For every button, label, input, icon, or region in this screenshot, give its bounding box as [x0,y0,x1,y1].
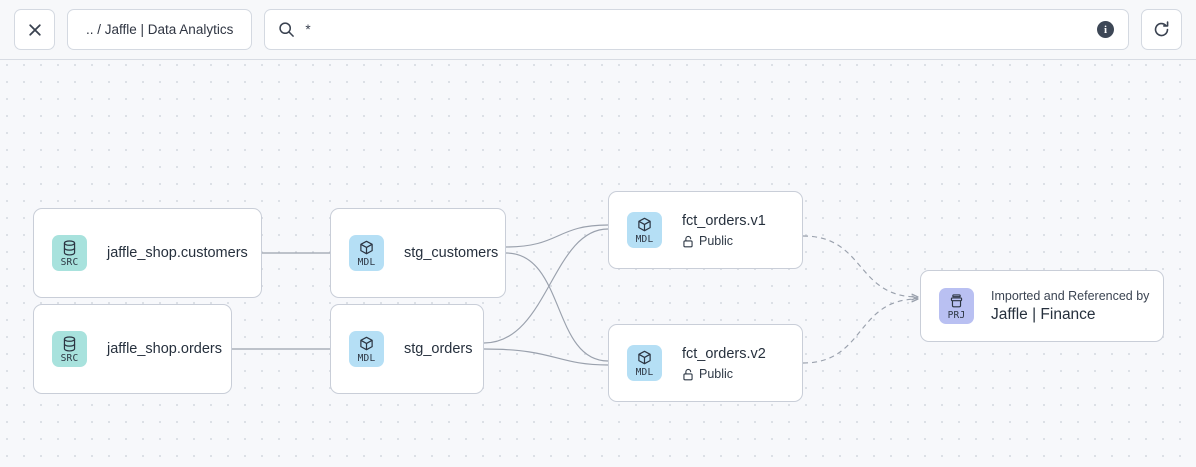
close-button[interactable] [14,9,55,50]
node-title: fct_orders.v1 [682,212,766,229]
edge-stgcustomers-to-v1 [505,224,609,248]
refresh-button[interactable] [1141,9,1182,50]
node-kind-label: MDL [357,352,376,364]
database-icon [62,239,77,256]
node-kind-label: MDL [635,366,654,378]
node-kind-label: SRC [60,352,79,364]
node-kind-badge: SRC [52,331,87,367]
info-icon[interactable]: i [1097,21,1114,38]
close-icon [28,23,41,36]
node-fct-orders-v2[interactable]: MDL fct_orders.v2 Public [608,324,803,402]
cube-icon [637,217,652,233]
node-fct-orders-v1[interactable]: MDL fct_orders.v1 Public [608,191,803,269]
node-text: stg_customers [404,243,498,263]
node-visibility: Public [682,233,766,250]
edge-stgcustomers-to-v2 [505,252,609,362]
node-kind-badge: MDL [349,331,384,367]
cube-icon [637,350,652,366]
node-relationship-label: Imported and Referenced by [991,288,1150,303]
node-kind-badge: MDL [349,235,384,271]
search-input[interactable]: * [305,22,311,37]
node-stg-customers[interactable]: MDL stg_customers [330,208,506,298]
node-title: jaffle_shop.orders [107,341,223,357]
breadcrumb-label: .. / Jaffle | Data Analytics [86,22,234,37]
node-text: Imported and Referenced by Jaffle | Fina… [991,288,1149,325]
node-title: stg_customers [404,245,499,261]
node-kind-label: PRJ [947,309,966,321]
node-text: jaffle_shop.orders [107,339,222,359]
edge-v1-to-project [802,235,918,297]
node-kind-badge: PRJ [939,288,974,324]
node-jaffle-shop-customers[interactable]: SRC jaffle_shop.customers [33,208,262,298]
node-title: Jaffle | Finance [991,305,1096,323]
refresh-icon [1154,21,1169,37]
node-kind-badge: MDL [627,212,662,248]
node-kind-label: MDL [635,233,654,245]
node-visibility: Public [682,366,766,383]
node-text: fct_orders.v1 Public [682,211,766,250]
edge-stgorders-to-v2 [483,348,609,366]
node-kind-badge: SRC [52,235,87,271]
node-jaffle-shop-orders[interactable]: SRC jaffle_shop.orders [33,304,232,394]
edge-v2-to-project [802,299,918,364]
node-title: stg_orders [404,341,473,357]
breadcrumb[interactable]: .. / Jaffle | Data Analytics [67,9,253,50]
toolbar: .. / Jaffle | Data Analytics * i [0,0,1196,60]
node-text: stg_orders [404,339,473,359]
node-text: jaffle_shop.customers [107,243,248,263]
unlock-icon [683,368,693,380]
unlock-icon [683,235,693,247]
database-icon [62,335,77,352]
search-field[interactable]: * i [264,9,1129,50]
project-icon [949,293,964,309]
node-kind-label: MDL [357,256,376,268]
node-text: fct_orders.v2 Public [682,344,766,383]
cube-icon [359,336,374,352]
node-title: fct_orders.v2 [682,345,766,362]
search-icon [279,22,295,37]
node-jaffle-finance-project[interactable]: PRJ Imported and Referenced by Jaffle | … [920,270,1164,342]
node-visibility-label: Public [699,233,734,248]
cube-icon [359,240,374,256]
node-title: jaffle_shop.customers [107,245,248,261]
node-stg-orders[interactable]: MDL stg_orders [330,304,484,394]
graph-canvas[interactable]: SRC jaffle_shop.customers SRC jaffle_sh [0,61,1196,467]
node-kind-label: SRC [60,256,79,268]
node-visibility-label: Public [699,366,734,381]
node-kind-badge: MDL [627,345,662,381]
